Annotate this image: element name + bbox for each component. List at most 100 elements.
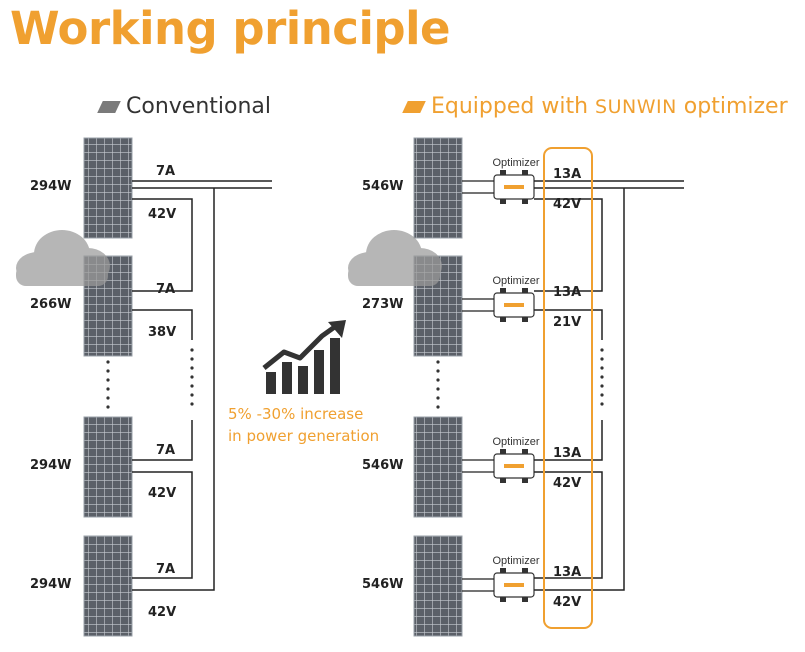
conventional-link-4 <box>132 471 193 579</box>
optimizer-terminal <box>500 170 506 175</box>
conventional-panel-power: 294W <box>30 458 71 473</box>
solar-panel-frame <box>83 137 133 239</box>
conventional-current-label: 7A <box>156 562 175 577</box>
dot <box>436 396 440 400</box>
optimized-panel-power: 273W <box>362 297 403 312</box>
optimized-voltage-label: 42V <box>553 595 581 610</box>
dot <box>106 405 110 409</box>
conventional-cloud-icon <box>16 230 110 286</box>
optimizer-terminal <box>500 449 506 454</box>
conventional-panel-dots <box>106 360 110 409</box>
dot <box>600 384 604 388</box>
optimizer-terminal <box>522 317 528 322</box>
optimized-voltage-label: 42V <box>553 197 581 212</box>
optimizer-terminal <box>522 170 528 175</box>
solar-panel-frame <box>413 137 463 239</box>
optimizer-device <box>493 170 535 204</box>
optimized-voltage-label: 42V <box>553 476 581 491</box>
dot <box>106 378 110 382</box>
optimized-panel-power: 546W <box>362 458 403 473</box>
conventional-voltage-label: 42V <box>148 207 176 222</box>
dot <box>600 393 604 397</box>
dot <box>106 369 110 373</box>
optimized-panel-power: 546W <box>362 577 403 592</box>
dot <box>436 405 440 409</box>
optimizer-terminal <box>522 199 528 204</box>
cloud-base <box>348 264 440 286</box>
conventional-link-1 <box>132 198 193 292</box>
optimized-bus-line <box>534 180 684 189</box>
panel-to-optimizer-wire <box>462 459 494 473</box>
optimizer-header-brand: SUNWIN <box>595 95 677 118</box>
dot <box>190 384 194 388</box>
optimizer-terminal <box>500 597 506 602</box>
optimized-panel-power: 546W <box>362 179 403 194</box>
dot <box>190 348 194 352</box>
optimizer-terminal <box>522 597 528 602</box>
panel-to-optimizer-wire <box>462 298 494 312</box>
conventional-panel-power: 266W <box>30 297 71 312</box>
conventional-link-2 <box>132 309 193 340</box>
optimized-current-label: 13A <box>553 167 581 182</box>
cloud-base <box>16 264 108 286</box>
conventional-current-label: 7A <box>156 443 175 458</box>
optimized-link-1 <box>534 198 603 292</box>
conventional-return-line <box>132 188 215 591</box>
optimizer-label: Optimizer <box>492 157 539 169</box>
conventional-panel-power: 294W <box>30 179 71 194</box>
optimized-panel <box>413 535 463 637</box>
optimizer-header: Equipped with SUNWIN optimizer <box>402 94 788 119</box>
conventional-bus-line <box>132 180 272 189</box>
dot <box>600 375 604 379</box>
dot <box>106 360 110 364</box>
solar-panel-frame <box>83 535 133 637</box>
optimizer-terminal <box>522 288 528 293</box>
conventional-wire-dots <box>190 348 194 406</box>
conventional-voltage-label: 38V <box>148 325 176 340</box>
solar-panel-frame <box>413 416 463 518</box>
conventional-voltage-label: 42V <box>148 605 176 620</box>
optimizer-header-suffix: optimizer <box>676 94 788 119</box>
conventional-voltage-label: 42V <box>148 486 176 501</box>
optimizer-output-highlight <box>543 147 593 629</box>
conventional-link-3 <box>132 420 193 461</box>
optimizer-device <box>493 568 535 602</box>
optimized-current-label: 13A <box>553 285 581 300</box>
optimizer-logo-mark <box>504 464 524 468</box>
dot <box>436 369 440 373</box>
optimizer-logo-mark <box>504 303 524 307</box>
optimized-current-label: 13A <box>553 565 581 580</box>
dot <box>436 360 440 364</box>
optimizer-terminal <box>522 568 528 573</box>
conventional-header-label: Conventional <box>126 94 271 119</box>
dot <box>436 378 440 382</box>
solar-panel-frame <box>83 416 133 518</box>
conventional-current-label: 7A <box>156 164 175 179</box>
optimizer-logo-mark <box>504 185 524 189</box>
optimized-panel <box>413 137 463 239</box>
optimized-panel-dots <box>436 360 440 409</box>
optimizer-terminal <box>500 288 506 293</box>
optimized-wire-dots <box>600 348 604 406</box>
optimizer-terminal <box>500 199 506 204</box>
conventional-panel <box>83 535 133 637</box>
optimized-panel <box>413 416 463 518</box>
dot <box>106 396 110 400</box>
optimized-cloud-icon <box>348 230 442 286</box>
panel-to-optimizer-wire <box>462 180 494 194</box>
conventional-panel-power: 294W <box>30 577 71 592</box>
increase-line-1: 5% -30% increase <box>228 405 364 423</box>
optimizer-terminal <box>522 478 528 483</box>
dot <box>190 402 194 406</box>
dot <box>600 402 604 406</box>
optimized-voltage-label: 21V <box>553 315 581 330</box>
optimizer-logo-mark <box>504 583 524 587</box>
optimized-link-4 <box>534 471 603 579</box>
dot <box>190 366 194 370</box>
optimized-link-3 <box>534 420 603 461</box>
increase-line-2: in power generation <box>228 427 380 445</box>
conventional-panel <box>83 416 133 518</box>
growth-chart-icon <box>262 320 346 394</box>
optimizer-label: Optimizer <box>492 436 539 448</box>
